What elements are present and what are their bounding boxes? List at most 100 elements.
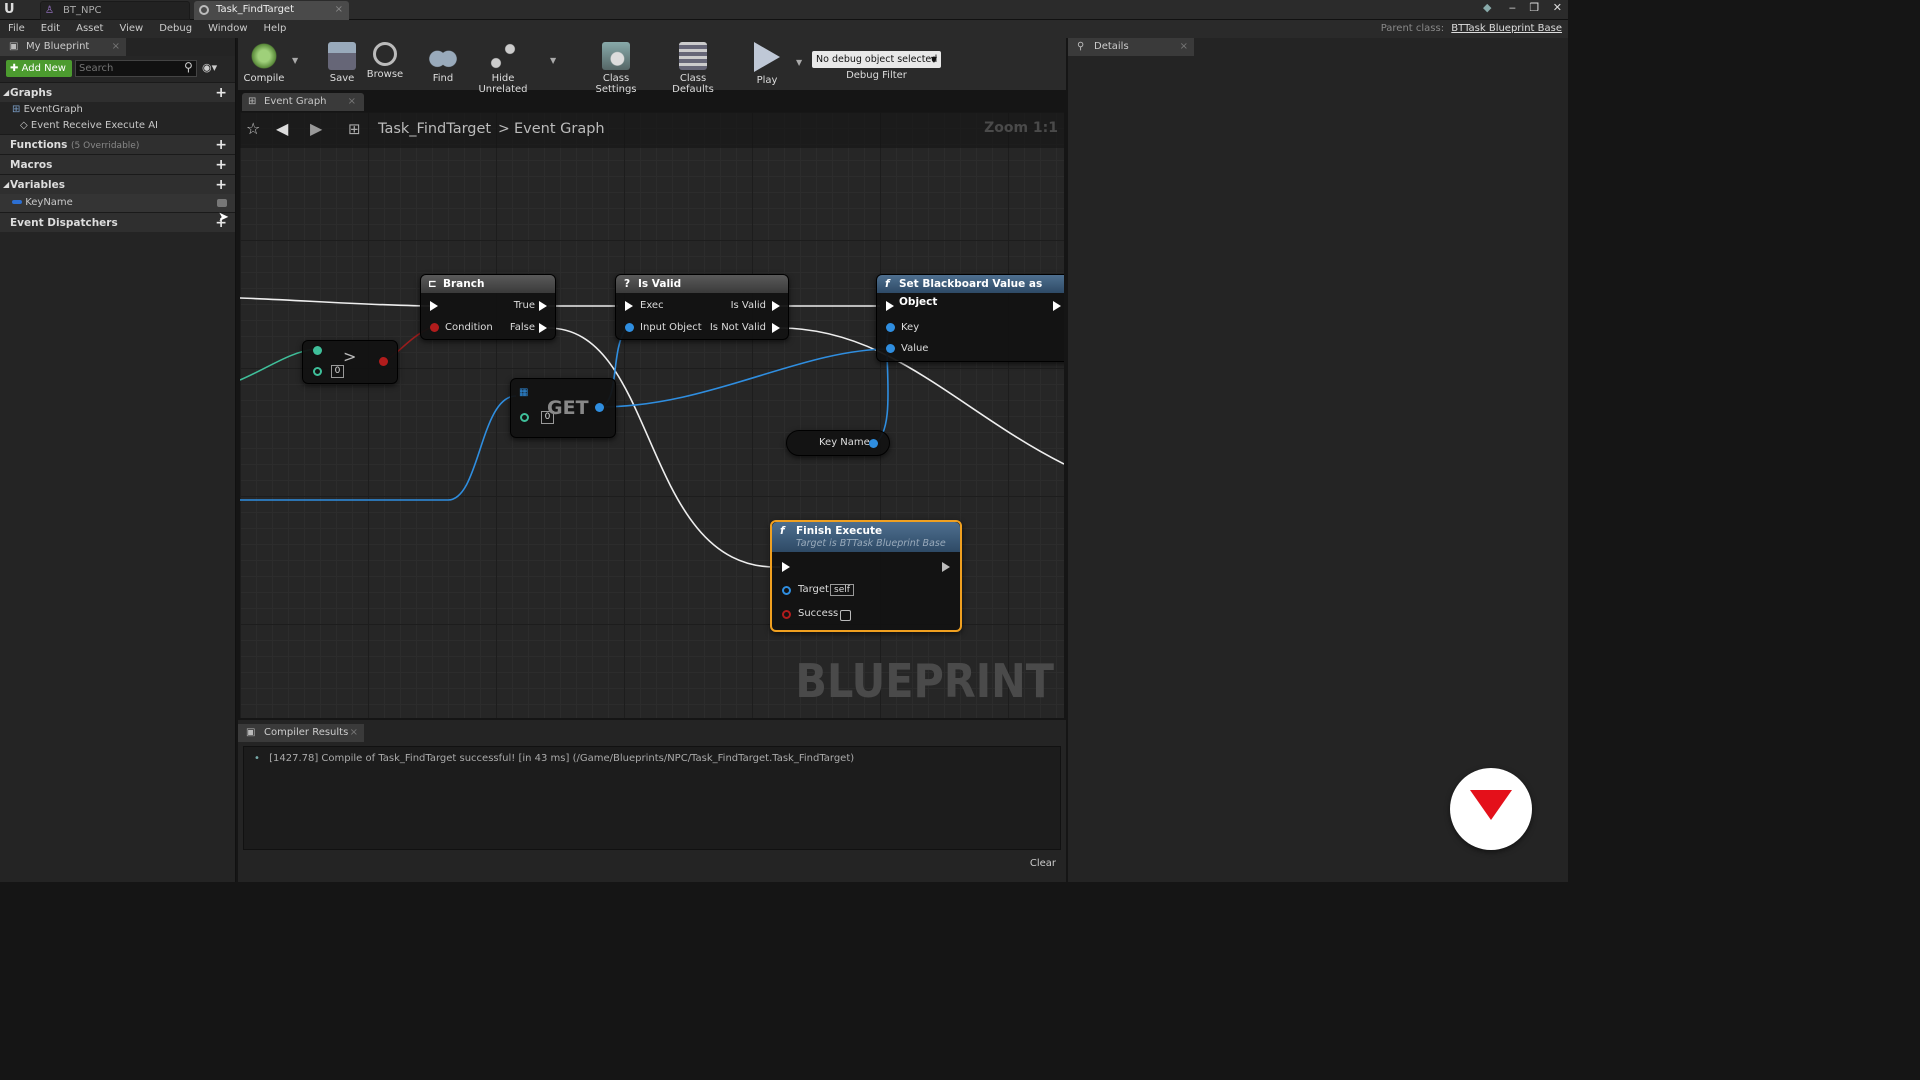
target-self-field[interactable]: self bbox=[830, 584, 854, 596]
input-pin-a[interactable] bbox=[313, 346, 322, 355]
compiler-icon: ▣ bbox=[246, 727, 256, 738]
target-pin[interactable] bbox=[782, 586, 791, 595]
key-name-variable-node[interactable]: Key Name bbox=[786, 430, 890, 456]
is-valid-node[interactable]: ?Is Valid Exec Is Valid Input Object Is … bbox=[615, 274, 789, 340]
tab-my-blueprint[interactable]: ▣ My Blueprint × bbox=[0, 38, 126, 56]
variable-type-icon bbox=[12, 200, 22, 204]
finish-execute-node[interactable]: f Finish Execute Target is BTTask Bluepr… bbox=[770, 520, 962, 632]
exec-out-pin[interactable] bbox=[942, 562, 950, 572]
close-icon[interactable]: × bbox=[111, 41, 120, 52]
maximize-icon[interactable]: ❐ bbox=[1529, 1, 1540, 14]
input-object-pin[interactable] bbox=[625, 323, 634, 332]
breadcrumb-blueprint[interactable]: Task_FindTarget bbox=[378, 121, 492, 137]
parent-class-label: Parent class: bbox=[1380, 23, 1445, 34]
save-button[interactable]: Save bbox=[324, 38, 360, 84]
add-macro-icon[interactable]: + bbox=[215, 157, 227, 173]
input-pin-b[interactable] bbox=[313, 367, 322, 376]
output-item-pin[interactable] bbox=[595, 403, 604, 412]
favorite-star-icon[interactable]: ☆ bbox=[246, 119, 261, 138]
array-get-node[interactable]: ▦ 0 GET bbox=[510, 378, 616, 438]
back-arrow-icon[interactable]: ◀ bbox=[276, 119, 289, 138]
exec-is-valid-pin[interactable] bbox=[772, 301, 780, 311]
eye-visibility-icon[interactable]: ◉▾ bbox=[202, 61, 218, 74]
menu-file[interactable]: File bbox=[8, 23, 25, 34]
search-icon[interactable]: ⚲ bbox=[184, 60, 193, 74]
section-event-dispatchers[interactable]: Event Dispatchers+ bbox=[0, 212, 235, 232]
menu-debug[interactable]: Debug bbox=[159, 23, 193, 34]
menu-view[interactable]: View bbox=[119, 23, 144, 34]
exec-in-pin[interactable] bbox=[430, 301, 438, 311]
exec-false-pin[interactable] bbox=[539, 323, 547, 333]
visibility-eye-icon[interactable] bbox=[217, 199, 227, 207]
index-field[interactable]: 0 bbox=[541, 411, 554, 424]
section-macros[interactable]: Macros+ bbox=[0, 154, 235, 174]
section-variables[interactable]: ◢Variables+ bbox=[0, 174, 235, 194]
class-defaults-button[interactable]: Class Defaults bbox=[658, 38, 728, 95]
menu-window[interactable]: Window bbox=[208, 23, 248, 34]
tree-item-eventgraph[interactable]: ⊞ EventGraph bbox=[0, 102, 235, 118]
class-settings-button[interactable]: Class Settings bbox=[582, 38, 650, 95]
class-settings-gear-icon bbox=[602, 42, 630, 70]
brand-logo-badge[interactable] bbox=[1450, 768, 1532, 850]
add-graph-icon[interactable]: + bbox=[215, 85, 227, 101]
exec-out-pin[interactable] bbox=[1053, 301, 1061, 311]
tab-task-findtarget[interactable]: Task_FindTarget × bbox=[194, 1, 349, 20]
branch-node[interactable]: ⊏Branch True Condition False bbox=[420, 274, 556, 340]
breadcrumb-graph[interactable]: Event Graph bbox=[514, 121, 605, 137]
event-graph-canvas[interactable]: ☆ ◀ ▶ ⊞ Task_FindTarget > Event Graph Zo… bbox=[240, 112, 1064, 718]
tab-compiler-results[interactable]: ▣ Compiler Results × bbox=[238, 724, 364, 742]
exec-not-valid-pin[interactable] bbox=[772, 323, 780, 333]
find-button[interactable]: Find bbox=[424, 38, 462, 84]
close-icon[interactable]: × bbox=[349, 727, 358, 738]
variable-keyname[interactable]: KeyName bbox=[0, 194, 235, 212]
add-variable-icon[interactable]: + bbox=[215, 177, 227, 193]
section-graphs[interactable]: ◢Graphs+ bbox=[0, 82, 235, 102]
unreal-logo-icon[interactable]: U bbox=[4, 2, 15, 17]
forward-arrow-icon[interactable]: ▶ bbox=[310, 119, 323, 138]
exec-in-pin[interactable] bbox=[625, 301, 633, 311]
exec-in-pin[interactable] bbox=[782, 562, 790, 572]
minimize-icon[interactable]: ‒ bbox=[1508, 1, 1516, 14]
parent-class-link[interactable]: BTTask Blueprint Base bbox=[1451, 23, 1562, 34]
tree-item-event-receive[interactable]: ◇ Event Receive Execute AI bbox=[0, 118, 235, 134]
feedback-icon[interactable]: ◆ bbox=[1482, 1, 1492, 14]
clear-button[interactable]: Clear bbox=[1029, 858, 1056, 869]
section-functions[interactable]: Functions (5 Overridable)+ bbox=[0, 134, 235, 154]
close-icon[interactable]: × bbox=[334, 4, 343, 15]
play-button[interactable]: Play bbox=[748, 38, 786, 86]
save-disk-icon bbox=[328, 42, 356, 70]
exec-true-pin[interactable] bbox=[539, 301, 547, 311]
value-pin[interactable] bbox=[886, 344, 895, 353]
menu-help[interactable]: Help bbox=[263, 23, 287, 34]
add-dispatcher-icon[interactable]: + bbox=[215, 215, 227, 231]
output-pin-bool[interactable] bbox=[379, 357, 388, 366]
greater-than-node[interactable]: > 0 bbox=[302, 340, 398, 384]
exec-in-pin[interactable] bbox=[886, 301, 894, 311]
key-pin[interactable] bbox=[886, 323, 895, 332]
compile-button[interactable]: Compile bbox=[242, 38, 286, 84]
add-function-icon[interactable]: + bbox=[215, 137, 227, 153]
tab-details[interactable]: ⚲ Details × bbox=[1068, 38, 1194, 56]
success-checkbox[interactable] bbox=[840, 610, 851, 621]
success-pin[interactable] bbox=[782, 610, 791, 619]
close-icon[interactable]: × bbox=[1179, 41, 1188, 52]
index-pin[interactable] bbox=[520, 413, 529, 422]
key-name-output-pin[interactable] bbox=[869, 439, 878, 448]
compile-options-chevron-icon[interactable]: ▼ bbox=[292, 56, 299, 65]
add-new-button[interactable]: ✚ Add New ▾ bbox=[6, 60, 72, 91]
hide-unrelated-chevron-icon[interactable]: ▼ bbox=[550, 56, 557, 65]
close-window-icon[interactable]: ✕ bbox=[1552, 1, 1562, 14]
close-icon[interactable]: × bbox=[347, 96, 356, 107]
condition-pin[interactable] bbox=[430, 323, 439, 332]
tab-bt-npc[interactable]: ♙ BT_NPC bbox=[40, 1, 190, 20]
tab-event-graph[interactable]: ⊞ Event Graph × bbox=[242, 93, 364, 111]
menu-edit[interactable]: Edit bbox=[40, 23, 61, 34]
menu-asset[interactable]: Asset bbox=[76, 23, 104, 34]
hide-unrelated-button[interactable]: Hide Unrelated bbox=[468, 38, 538, 95]
play-options-chevron-icon[interactable]: ▼ bbox=[796, 58, 803, 67]
debug-object-select[interactable]: No debug object selected▼ bbox=[812, 51, 941, 68]
compare-value-field[interactable]: 0 bbox=[331, 365, 344, 378]
browse-button[interactable]: Browse bbox=[364, 38, 406, 80]
search-input[interactable] bbox=[75, 60, 197, 77]
